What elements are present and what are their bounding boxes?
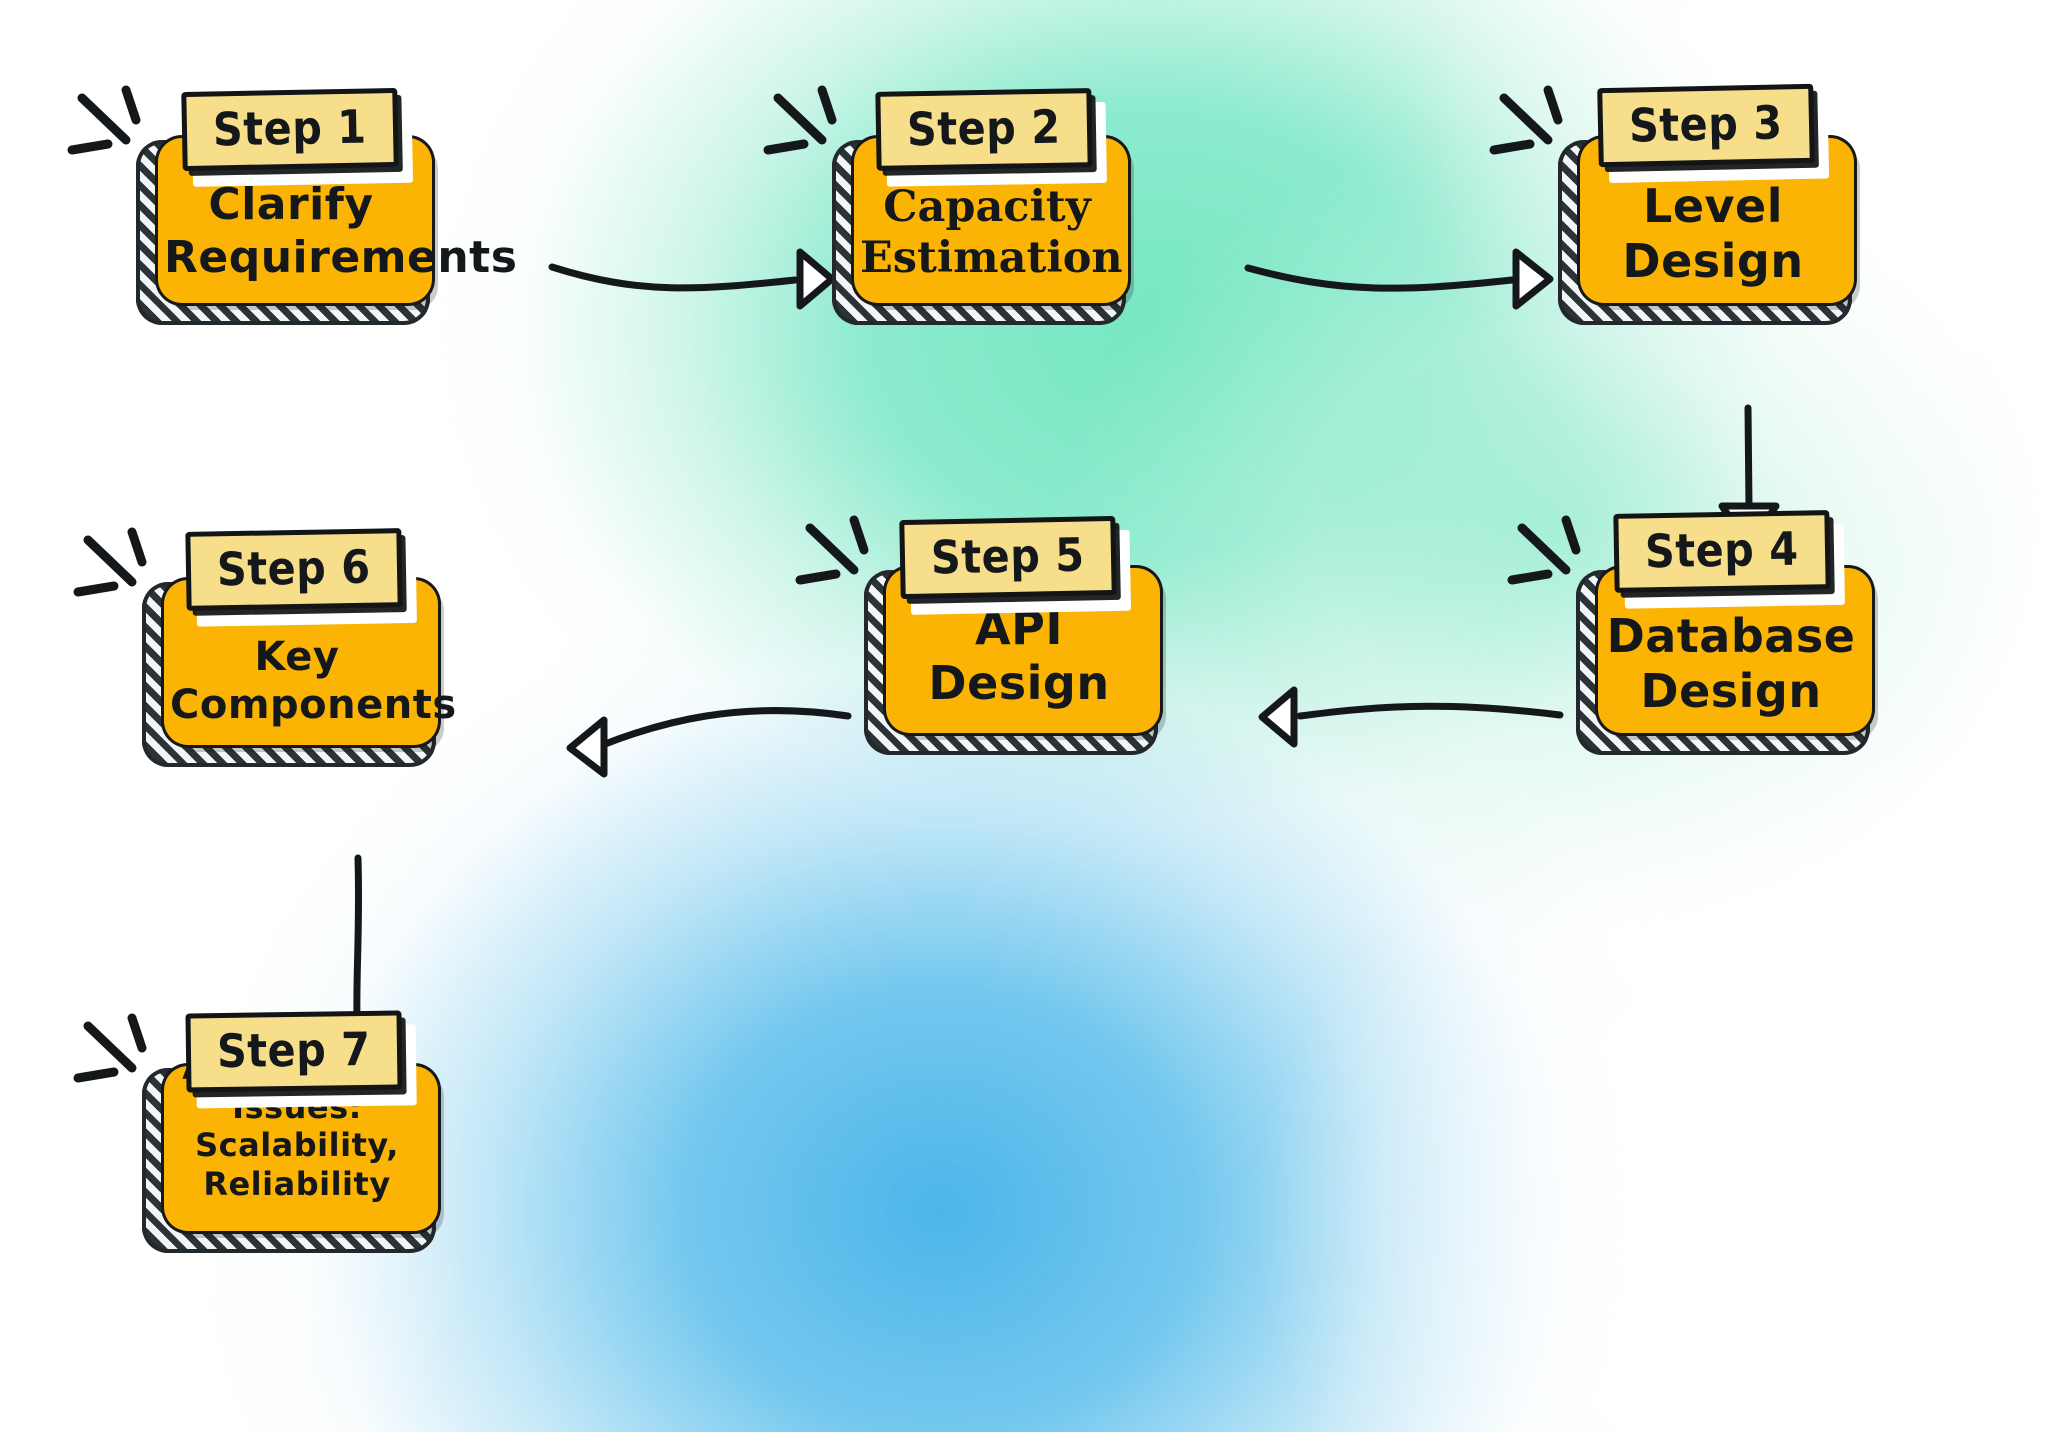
- card-body: API Design: [886, 601, 1160, 711]
- step-badge[interactable]: Step 5: [899, 515, 1131, 615]
- badge-label: Step 3: [1628, 95, 1784, 153]
- badge-plate: Step 7: [185, 1010, 403, 1093]
- step-badge[interactable]: Step 1: [181, 87, 413, 187]
- card-body: Database Design: [1598, 609, 1872, 719]
- card-line: Requirements: [164, 232, 518, 284]
- node-step6[interactable]: Dive into Key Components Step 6: [73, 527, 457, 767]
- card-line: Database: [1606, 608, 1856, 663]
- step-badge[interactable]: Step 2: [875, 88, 1107, 187]
- badge-plate: Step 6: [185, 528, 403, 611]
- badge-plate: Step 5: [899, 515, 1117, 600]
- edge-step2-step3: [1244, 264, 1516, 292]
- step-badge[interactable]: Step 3: [1597, 83, 1829, 184]
- badge-plate: Step 2: [875, 88, 1093, 171]
- badge-label: Step 1: [212, 99, 367, 157]
- step-badge[interactable]: Step 6: [185, 528, 417, 627]
- card-line: Design: [1622, 233, 1804, 288]
- edge-step6-step7: [353, 854, 363, 1024]
- card-line: Capacity: [883, 181, 1091, 232]
- badge-label: Step 4: [1644, 521, 1799, 579]
- badge-label: Step 7: [216, 1021, 371, 1079]
- badge-plate: Step 4: [1613, 510, 1831, 593]
- badge-plate: Step 1: [181, 87, 399, 172]
- node-step5[interactable]: API Design Step 5: [795, 515, 1160, 755]
- arrowhead-step3: [1512, 248, 1554, 310]
- edge-step1-step2: [548, 263, 799, 292]
- card-line: Estimation: [860, 233, 1123, 284]
- badge-label: Step 6: [216, 539, 371, 597]
- arrowhead-step6: [566, 716, 608, 778]
- node-step3[interactable]: High-Level Design Step 3: [1489, 83, 1854, 325]
- node-step7[interactable]: Address Key Issues: Scalability, Reliabi…: [73, 1010, 438, 1253]
- badge-label: Step 5: [930, 527, 1085, 585]
- node-step1[interactable]: Clarify Requirements Step 1: [67, 85, 518, 325]
- card-body: Capacity Estimation: [854, 182, 1128, 285]
- edge-step3-step4: [1744, 404, 1753, 512]
- arrowhead-step5: [1258, 686, 1298, 748]
- node-step2[interactable]: Capacity Estimation Step 2: [763, 85, 1128, 325]
- card-line: Scalability, Reliability: [195, 1126, 399, 1203]
- arrowhead-step2: [796, 248, 836, 310]
- card-line: Key Components: [170, 634, 457, 728]
- badge-plate: Step 3: [1597, 83, 1815, 168]
- badge-label: Step 2: [906, 99, 1061, 157]
- edge-step4-step5: [1296, 702, 1564, 720]
- card-line: Clarify: [208, 179, 374, 231]
- step-badge[interactable]: Step 4: [1613, 510, 1845, 609]
- card-line: Design: [1640, 663, 1822, 718]
- card-line: Design: [928, 655, 1110, 710]
- card-body: Clarify Requirements: [158, 179, 518, 285]
- node-step4[interactable]: Database Design Step 4: [1507, 510, 1872, 755]
- edge-step5-step6: [596, 707, 852, 750]
- step-badge[interactable]: Step 7: [185, 1010, 417, 1109]
